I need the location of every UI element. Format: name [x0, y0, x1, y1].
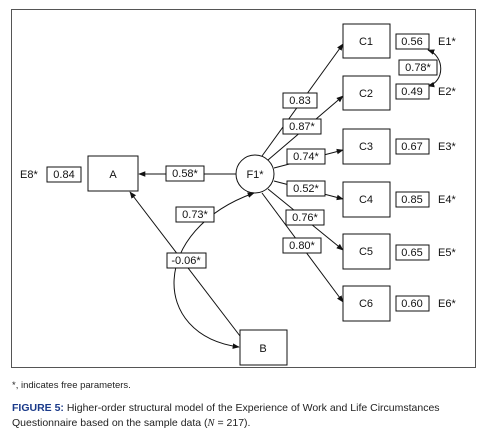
node-b-box [239, 329, 288, 366]
figure-caption: FIGURE 5: Higher-order structural model … [12, 401, 478, 431]
node-c5-label: C5 [359, 246, 373, 258]
node-c1-label: C1 [359, 36, 373, 48]
loading-c4: 0.52* [293, 183, 319, 195]
node-c1-box [342, 23, 391, 59]
error-e3-label: E3* [438, 141, 456, 153]
diagram-frame [11, 9, 476, 368]
node-c2-box [342, 75, 391, 111]
error-e4-box [395, 191, 430, 208]
path-e1-e2-box [398, 59, 438, 76]
node-a-label: A [109, 169, 117, 181]
error-e6-value: 0.60 [401, 298, 422, 310]
error-e5-value: 0.65 [401, 247, 422, 259]
node-a-box [87, 155, 139, 192]
loading-c3: 0.74* [293, 151, 319, 163]
caption-label: FIGURE 5: [12, 402, 64, 414]
loading-c6: 0.80* [289, 240, 315, 252]
error-e4-value: 0.85 [401, 194, 422, 206]
error-e2-box [395, 83, 430, 100]
footnote: *, indicates free parameters. [12, 380, 131, 391]
node-c2-label: C2 [359, 88, 373, 100]
node-c4-box [342, 181, 391, 218]
error-e2-value: 0.49 [401, 86, 422, 98]
path-b-a-box [175, 206, 215, 223]
node-c6-label: C6 [359, 298, 373, 310]
caption-text: Higher-order structural model of the Exp… [12, 402, 440, 429]
error-e8-label: E8* [20, 169, 38, 181]
loading-c2-box [282, 118, 322, 135]
error-e2-label: E2* [438, 86, 456, 98]
loading-c5-box [285, 209, 325, 226]
caption-n-value: = 217). [214, 417, 251, 429]
caption-n-variable: N [207, 418, 215, 429]
error-e1-value: 0.56 [401, 36, 422, 48]
loading-c5: 0.76* [292, 212, 318, 224]
node-f1-label: F1* [246, 169, 264, 181]
node-f1-circle [235, 154, 275, 194]
path-e1-e2-value: 0.78* [405, 62, 431, 74]
error-e1-label: E1* [438, 36, 456, 48]
loading-c1-box [282, 92, 318, 109]
path-b-f1 [173, 192, 255, 349]
node-c3-label: C3 [359, 141, 373, 153]
node-c4-label: C4 [359, 194, 373, 206]
node-c3-box [342, 128, 391, 165]
error-e1-box [395, 33, 430, 50]
node-b-label: B [259, 343, 266, 355]
loading-c2: 0.87* [289, 121, 315, 133]
path-f1-a-box [165, 165, 205, 182]
node-c6-box [342, 285, 391, 322]
node-c5-box [342, 233, 391, 270]
loading-c6-box [282, 237, 322, 254]
error-e3-value: 0.67 [401, 141, 422, 153]
error-e3-box [395, 138, 430, 155]
error-e6-label: E6* [438, 298, 456, 310]
error-e5-label: E5* [438, 247, 456, 259]
loading-c3-box [286, 148, 326, 165]
loading-c4-box [286, 180, 326, 197]
path-b-f1-value: -0.06* [171, 255, 201, 267]
loading-c1: 0.83 [289, 95, 310, 107]
error-e8-box [46, 166, 82, 183]
path-b-f1-box [166, 252, 207, 269]
error-e5-box [395, 244, 430, 261]
path-b-a-value: 0.73* [182, 209, 208, 221]
path-e1-e2 [427, 49, 442, 88]
error-e6-box [395, 295, 430, 312]
error-e4-label: E4* [438, 194, 456, 206]
error-e8-value: 0.84 [53, 169, 74, 181]
path-f1-a-value: 0.58* [172, 168, 198, 180]
